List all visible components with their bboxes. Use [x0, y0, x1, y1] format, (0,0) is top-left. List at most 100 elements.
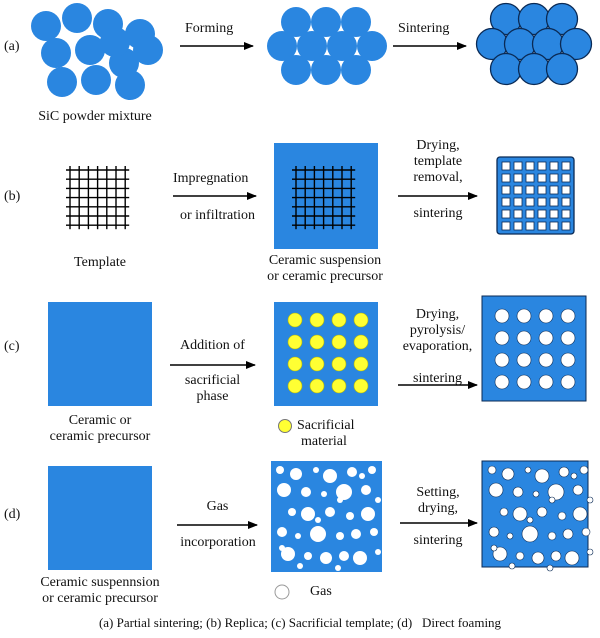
sacrificial-particle	[309, 356, 325, 372]
gas-bubble	[277, 527, 287, 537]
pore	[581, 527, 591, 537]
replica-cell	[501, 161, 511, 171]
replica-cell	[525, 209, 535, 219]
gas-bubble	[346, 512, 354, 520]
replica-cell	[549, 173, 559, 183]
pore	[494, 352, 510, 368]
gas-bubble	[310, 526, 326, 542]
suspension-block	[274, 143, 378, 249]
pore	[560, 352, 576, 368]
pore	[487, 465, 497, 475]
replica-cell	[513, 197, 523, 207]
pore	[546, 564, 554, 572]
formed-particle	[357, 31, 387, 61]
arrow-label-sintering-c: sintering	[413, 371, 462, 386]
row-b	[66, 143, 575, 249]
gas-bubble	[336, 532, 344, 540]
gas-bubble	[320, 552, 332, 564]
pore	[538, 330, 554, 346]
gas-bubble	[301, 487, 311, 497]
formed-particle	[281, 55, 311, 85]
pore	[506, 532, 514, 540]
replica-cell	[537, 185, 547, 195]
sacrificial-particle	[331, 312, 347, 328]
replica-cell	[561, 161, 571, 171]
gas-bubble	[351, 529, 361, 539]
gas-bubbles	[276, 466, 381, 571]
sacrificial-particles	[287, 312, 369, 394]
pore	[524, 466, 532, 474]
replica-cell	[525, 197, 535, 207]
replica-cell	[537, 173, 547, 183]
pores-d	[487, 465, 594, 572]
pore	[562, 528, 574, 540]
pore	[501, 467, 515, 481]
powder-formed-particles	[267, 7, 387, 85]
formed-particle	[327, 31, 357, 61]
pore	[560, 308, 576, 324]
arrow-label-drying-b-1: Drying,	[416, 138, 460, 153]
sacrificial-particle	[331, 334, 347, 350]
gas-bubble	[353, 551, 367, 565]
gas-bubble	[336, 484, 352, 500]
replica-cell	[549, 197, 559, 207]
replica-cell	[525, 161, 535, 171]
replica-cell	[513, 185, 523, 195]
formed-particle	[311, 55, 341, 85]
pore	[512, 486, 524, 498]
sintered-particle	[545, 2, 579, 36]
powder-particle	[47, 67, 77, 97]
replica-cell	[501, 185, 511, 195]
replica-cell	[513, 209, 523, 219]
pore	[516, 308, 532, 324]
pore	[526, 516, 534, 524]
sacrificial-legend-dot	[278, 419, 292, 433]
sintered-particle	[545, 52, 579, 86]
pore	[494, 330, 510, 346]
replica-cell	[501, 221, 511, 231]
gas-bubble	[281, 547, 295, 561]
pore	[494, 308, 510, 324]
pore	[515, 551, 525, 561]
row-label-a: (a)	[4, 39, 20, 54]
replica-foam	[496, 156, 575, 235]
pore	[572, 484, 584, 496]
gas-bubble	[361, 485, 371, 495]
pore	[512, 506, 528, 522]
sacrificial-particle	[353, 334, 369, 350]
replica-cell	[513, 161, 523, 171]
gas-bubble	[339, 551, 349, 561]
pore	[534, 468, 550, 484]
sacrificial-particle	[287, 334, 303, 350]
pore	[538, 374, 554, 390]
pore	[547, 531, 557, 541]
pore	[548, 496, 556, 504]
pore	[538, 352, 554, 368]
replica-cell	[513, 173, 523, 183]
gas-bubble	[315, 517, 321, 523]
pore	[488, 526, 500, 538]
caption-ceramic-c-1: Ceramic or	[68, 413, 132, 428]
pore	[508, 562, 516, 570]
sacrificial-particle	[353, 312, 369, 328]
sintered-particle	[559, 27, 593, 61]
arrow-label-impregnation: Impregnation	[173, 171, 249, 186]
row-label-c: (c)	[4, 339, 20, 354]
legend-sacrificial-2: material	[301, 434, 347, 449]
formed-particle	[297, 31, 327, 61]
replica-cell	[537, 197, 547, 207]
caption-template: Template	[74, 255, 126, 270]
sacrificial-particle	[309, 312, 325, 328]
gas-bubble	[313, 467, 319, 473]
caption-ceramic-d-1: Ceramic suspennsion	[40, 575, 160, 590]
replica-cell	[525, 221, 535, 231]
sacrificial-particle	[287, 312, 303, 328]
pore	[494, 374, 510, 390]
pore	[586, 548, 594, 556]
row-c	[48, 295, 587, 433]
arrow-label-drying-b-3: removal,	[413, 170, 463, 185]
replica-cell	[525, 185, 535, 195]
gas-bubble	[323, 469, 337, 483]
ceramic-block-d	[48, 466, 152, 570]
